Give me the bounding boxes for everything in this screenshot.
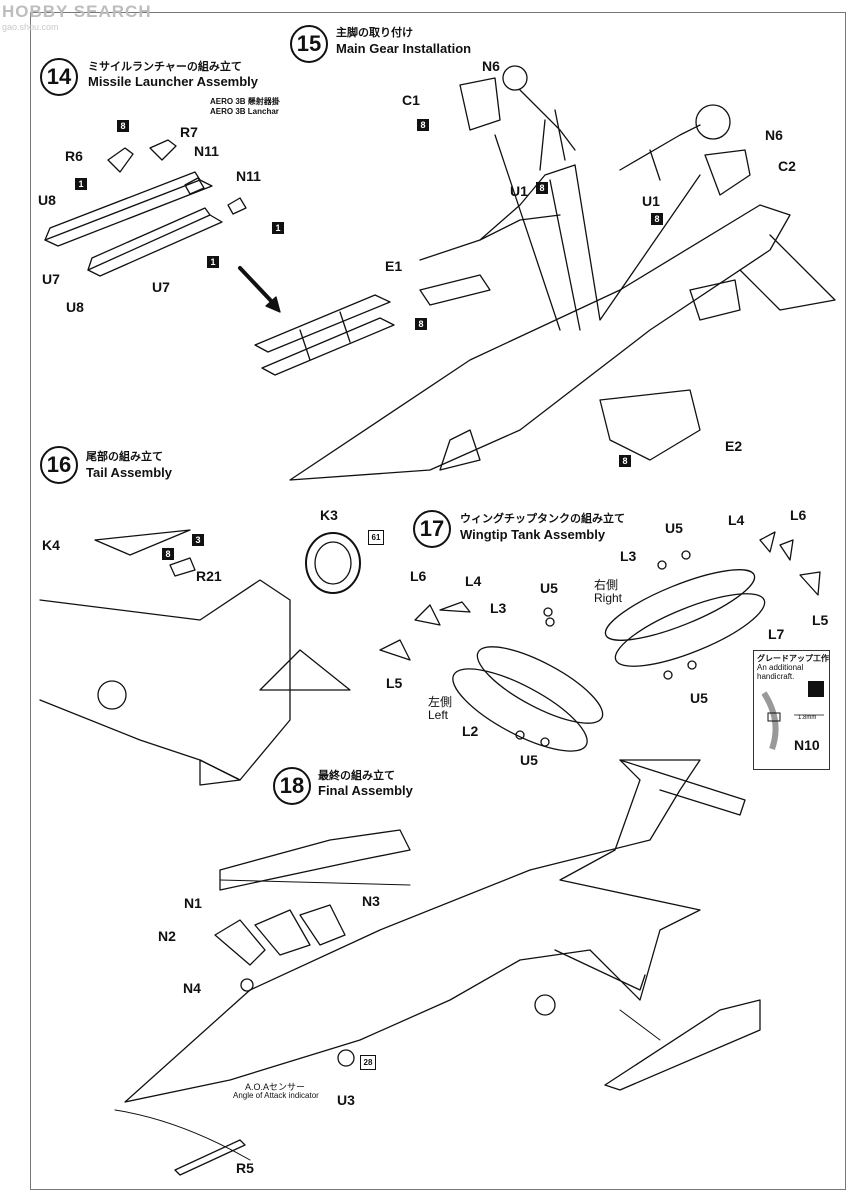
- part-label-L3b: L3: [490, 600, 507, 616]
- part-label-C2: C2: [778, 158, 796, 174]
- part-label-N4: N4: [183, 980, 201, 996]
- part-label-R6: R6: [65, 148, 83, 164]
- part-label-C1: C1: [402, 92, 420, 108]
- side-right-en: Right: [594, 591, 623, 605]
- launcher-parts-drawing: [44, 139, 247, 277]
- part-label-N11: N11: [194, 143, 219, 159]
- watermark-sub: gao.shou.com: [2, 22, 59, 32]
- part-label-U5b: U5: [540, 580, 558, 596]
- step-14-title-jp: ミサイルランチャーの組み立て: [88, 60, 242, 73]
- part-label-U8: U8: [38, 192, 56, 208]
- part-label-L3: L3: [620, 548, 637, 564]
- material-badge-1c: 1: [207, 256, 219, 268]
- material-badge-8e: 8: [415, 318, 427, 330]
- part-label-U1: U1: [510, 183, 528, 199]
- part-label-L4: L4: [728, 512, 745, 528]
- part-label-K4: K4: [42, 537, 60, 553]
- step-17-title-en: Wingtip Tank Assembly: [460, 527, 606, 542]
- material-badge-3: 3: [192, 534, 204, 546]
- aoa-label-jp: A.O.Aセンサー: [245, 1082, 306, 1092]
- step-16-title-jp: 尾部の組み立て: [86, 450, 163, 463]
- material-badge-1b: 1: [272, 222, 284, 234]
- step-16-title-en: Tail Assembly: [86, 465, 172, 480]
- tail-drawing: [39, 529, 361, 786]
- final-aircraft-drawing: [114, 759, 761, 1176]
- part-label-N11b: N11: [236, 168, 261, 184]
- part-label-L5: L5: [812, 612, 829, 628]
- part-label-R7: R7: [180, 124, 198, 140]
- part-label-L7: L7: [768, 626, 785, 642]
- part-label-U3: U3: [337, 1092, 355, 1108]
- part-label-U8b: U8: [66, 299, 84, 315]
- grade-up-dim: 1.8mm: [798, 715, 817, 721]
- grade-up-en-1: An additional: [757, 663, 804, 672]
- part-label-U5: U5: [665, 520, 683, 536]
- part-label-N10: N10: [794, 737, 820, 753]
- step-18-number: 18: [273, 767, 311, 805]
- material-badge-8: 8: [117, 120, 129, 132]
- aoa-label-en: Angle of Attack indicator: [233, 1091, 319, 1100]
- material-badge-1: 1: [75, 178, 87, 190]
- part-label-E1: E1: [385, 258, 403, 274]
- step-17-title-jp: ウィングチップタンクの組み立て: [460, 512, 625, 525]
- wingtip-tank-drawing: [379, 531, 821, 752]
- step-16-number: 16: [40, 446, 78, 484]
- launcher-assembled-drawing: [254, 294, 395, 376]
- part-label-U7b: U7: [152, 279, 170, 295]
- side-left-en: Left: [428, 708, 449, 722]
- part-label-N6: N6: [482, 58, 500, 74]
- part-label-N6b: N6: [765, 127, 783, 143]
- part-label-N2: N2: [158, 928, 176, 944]
- part-label-E2: E2: [725, 438, 743, 454]
- material-badge-8f: 8: [619, 455, 631, 467]
- grade-up-en-2: handicraft.: [757, 672, 795, 681]
- material-badge-61: 61: [368, 530, 384, 545]
- material-badge-8b: 8: [417, 119, 429, 131]
- part-label-L4b: L4: [465, 573, 482, 589]
- material-badge-8c: 8: [536, 182, 548, 194]
- drill-diagram: [761, 691, 824, 751]
- watermark: HOBBY SEARCH: [2, 2, 152, 21]
- part-label-R21: R21: [196, 568, 222, 584]
- part-label-K3: K3: [320, 507, 338, 523]
- part-label-L6b: L6: [410, 568, 427, 584]
- part-label-L6: L6: [790, 507, 807, 523]
- aero-line-2: AERO 3B Lanchar: [210, 107, 279, 116]
- step-15-title-en: Main Gear Installation: [336, 41, 472, 56]
- grade-up-box: グレードアップ工作 An additional handicraft. 1.8m…: [753, 650, 830, 770]
- step-18-title-jp: 最終の組み立て: [318, 769, 395, 782]
- side-right-jp: 右側: [594, 578, 619, 592]
- part-label-U5c: U5: [690, 690, 708, 706]
- aero-line-1: AERO 3B 懸射器掛: [210, 97, 280, 106]
- part-label-R5: R5: [236, 1160, 254, 1176]
- page-border: [30, 12, 846, 1190]
- part-label-L2: L2: [462, 723, 479, 739]
- part-label-N1: N1: [184, 895, 202, 911]
- part-label-U5d: U5: [520, 752, 538, 768]
- material-badge-8d: 8: [651, 213, 663, 225]
- step-18-title-en: Final Assembly: [318, 783, 413, 798]
- material-badge-28: 28: [360, 1055, 376, 1070]
- part-label-N3: N3: [362, 893, 380, 909]
- part-label-U1b: U1: [642, 193, 660, 209]
- part-label-L5b: L5: [386, 675, 403, 691]
- material-badge-8g: 8: [162, 548, 174, 560]
- assembly-arrow: [238, 266, 277, 307]
- step-14-number: 14: [40, 58, 78, 96]
- step-15-title-jp: 主脚の取り付け: [336, 26, 413, 39]
- fuselage-gear-drawing: [289, 65, 836, 481]
- step-15-number: 15: [290, 25, 328, 63]
- grade-up-jp: グレードアップ工作: [757, 654, 829, 663]
- drill-icon: [808, 681, 824, 697]
- step-17-number: 17: [413, 510, 451, 548]
- step-14-title-en: Missile Launcher Assembly: [88, 74, 259, 89]
- side-left-jp: 左側: [428, 695, 453, 709]
- part-label-U7: U7: [42, 271, 60, 287]
